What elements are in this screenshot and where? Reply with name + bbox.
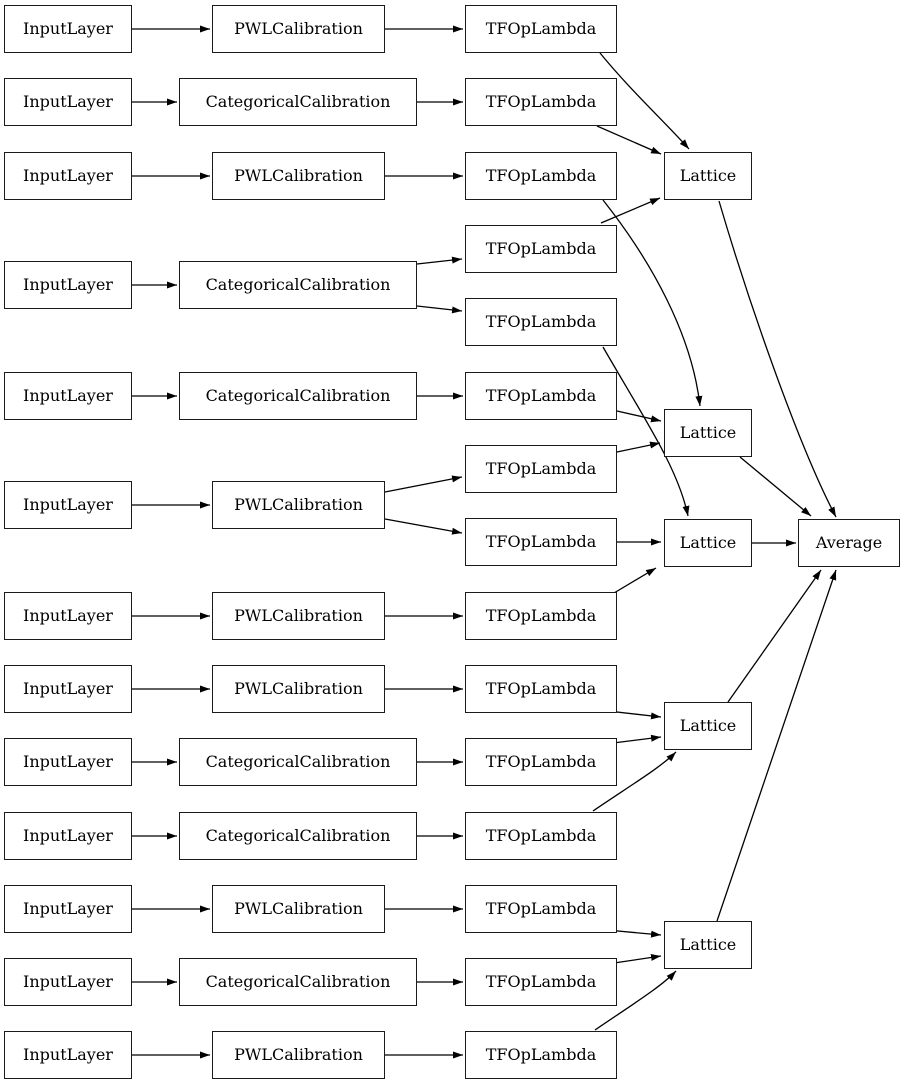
node-input-layer-6: InputLayer	[4, 481, 132, 529]
node-tf-op-lambda-6b: TFOpLambda	[465, 518, 617, 566]
node-tf-op-lambda-3: TFOpLambda	[465, 152, 617, 200]
edge-tfop-4a-lattice-1	[600, 197, 661, 224]
node-tf-op-lambda-4a: TFOpLambda	[465, 225, 617, 273]
node-input-layer-3: InputLayer	[4, 152, 132, 200]
edge-tfop-12-lattice-5	[613, 954, 662, 964]
node-input-layer-2: InputLayer	[4, 78, 132, 126]
edge-tfop-5-lattice-2	[616, 410, 662, 423]
node-tf-op-lambda-8: TFOpLambda	[465, 665, 617, 713]
node-lattice-3: Lattice	[664, 519, 752, 567]
node-pwl-calibration-11: PWLCalibration	[212, 885, 385, 933]
edge-cal-6-tfop-6a	[384, 475, 463, 493]
node-lattice-5: Lattice	[664, 921, 752, 969]
edge-lattice-2-average	[739, 456, 812, 517]
node-tf-op-lambda-10: TFOpLambda	[465, 812, 617, 860]
node-pwl-calibration-3: PWLCalibration	[212, 152, 385, 200]
node-pwl-calibration-8: PWLCalibration	[212, 665, 385, 713]
node-input-layer-1: InputLayer	[4, 5, 132, 53]
node-tf-op-lambda-4b: TFOpLambda	[465, 298, 617, 346]
node-tf-op-lambda-9: TFOpLambda	[465, 738, 617, 786]
node-tf-op-lambda-13: TFOpLambda	[465, 1031, 617, 1079]
edge-lattice-5-average	[716, 569, 837, 922]
node-categorical-calibration-2: CategoricalCalibration	[179, 78, 417, 126]
node-tf-op-lambda-1: TFOpLambda	[465, 5, 617, 53]
node-lattice-4: Lattice	[664, 702, 752, 750]
edge-tfop-3-lattice-2	[602, 199, 703, 407]
node-input-layer-8: InputLayer	[4, 665, 132, 713]
edge-lattice-1-average	[718, 200, 837, 518]
node-categorical-calibration-5: CategoricalCalibration	[179, 372, 417, 420]
node-input-layer-12: InputLayer	[4, 958, 132, 1006]
node-tf-op-lambda-2: TFOpLambda	[465, 78, 617, 126]
edge-tfop-13-lattice-5	[594, 970, 677, 1031]
node-input-layer-7: InputLayer	[4, 592, 132, 640]
node-input-layer-9: InputLayer	[4, 738, 132, 786]
edge-cal-4-tfop-4b	[416, 305, 463, 314]
node-categorical-calibration-10: CategoricalCalibration	[179, 812, 417, 860]
node-tf-op-lambda-5: TFOpLambda	[465, 372, 617, 420]
node-input-layer-5: InputLayer	[4, 372, 132, 420]
node-categorical-calibration-4: CategoricalCalibration	[179, 261, 417, 309]
node-lattice-1: Lattice	[664, 152, 752, 200]
node-categorical-calibration-12: CategoricalCalibration	[179, 958, 417, 1006]
node-pwl-calibration-13: PWLCalibration	[212, 1031, 385, 1079]
node-tf-op-lambda-12: TFOpLambda	[465, 958, 617, 1006]
edge-tfop-1-lattice-1	[599, 52, 690, 150]
node-pwl-calibration-1: PWLCalibration	[212, 5, 385, 53]
node-input-layer-4: InputLayer	[4, 261, 132, 309]
edge-tfop-6a-lattice-2	[616, 441, 661, 453]
node-tf-op-lambda-6a: TFOpLambda	[465, 445, 617, 493]
node-pwl-calibration-6: PWLCalibration	[212, 481, 385, 529]
edge-tfop-9-lattice-4	[612, 734, 662, 744]
node-input-layer-10: InputLayer	[4, 812, 132, 860]
edge-tfop-7-lattice-3	[613, 567, 657, 594]
edge-cal-4-tfop-4a	[416, 256, 463, 265]
node-average: Average	[798, 519, 900, 567]
node-tf-op-lambda-7: TFOpLambda	[465, 592, 617, 640]
node-input-layer-13: InputLayer	[4, 1031, 132, 1079]
edge-lattice-4-average	[727, 569, 822, 703]
edge-tfop-4b-lattice-3	[602, 346, 690, 517]
edge-tfop-10-lattice-4	[592, 751, 677, 812]
edge-tfop-2-lattice-1	[596, 125, 662, 155]
node-lattice-2: Lattice	[664, 409, 752, 457]
edge-cal-6-tfop-6b	[384, 518, 463, 535]
node-input-layer-11: InputLayer	[4, 885, 132, 933]
node-tf-op-lambda-11: TFOpLambda	[465, 885, 617, 933]
node-categorical-calibration-9: CategoricalCalibration	[179, 738, 417, 786]
node-pwl-calibration-7: PWLCalibration	[212, 592, 385, 640]
